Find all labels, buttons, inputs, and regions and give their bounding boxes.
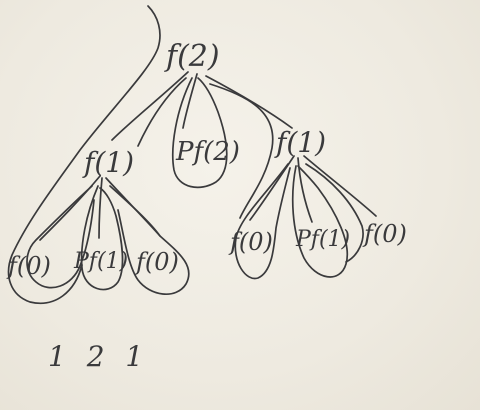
loop-around-left-pf1	[80, 185, 124, 291]
node-right-f1: f(1)	[274, 126, 326, 159]
edge-right-f1-to-f0	[249, 155, 295, 221]
node-root: f(2)	[164, 39, 220, 74]
edge-right-f1-to-pf1	[297, 157, 313, 223]
edge-root-to-pf2	[182, 73, 198, 129]
output-sequence: 1 2 1	[48, 340, 149, 373]
loop-around-left-f0-right	[109, 185, 190, 296]
edge-root-to-right-f1	[205, 75, 293, 129]
node-right-f0-far: f(0)	[362, 220, 407, 248]
edge-left-f1-to-f0	[39, 175, 101, 241]
node-left-f0: f(0)	[6, 252, 51, 280]
node-left-f0-right: f(0)	[134, 248, 179, 276]
node-left-pf1: Pf(1)	[73, 249, 128, 274]
node-pf2: Pf(2)	[175, 137, 240, 167]
node-right-pf1: Pf(1)	[295, 227, 350, 252]
node-left-f1: f(1)	[82, 146, 134, 179]
loop-around-right-pf1	[291, 165, 349, 278]
edge-left-f1-to-pf1	[98, 177, 103, 239]
loop-right-outer-swoop	[305, 163, 364, 263]
loop-root-right-swoop	[209, 83, 274, 219]
loop-around-left-f0	[26, 185, 95, 289]
loop-root-to-right-subtree	[137, 77, 187, 147]
node-right-f0: f(0)	[228, 228, 273, 256]
edge-right-f1-to-f0-far	[303, 155, 377, 217]
edge-root-to-left-f1	[111, 71, 189, 141]
loop-around-right-f0	[234, 163, 291, 280]
outer-enclosing-loop	[7, 5, 161, 305]
loop-around-pf2	[171, 77, 228, 189]
